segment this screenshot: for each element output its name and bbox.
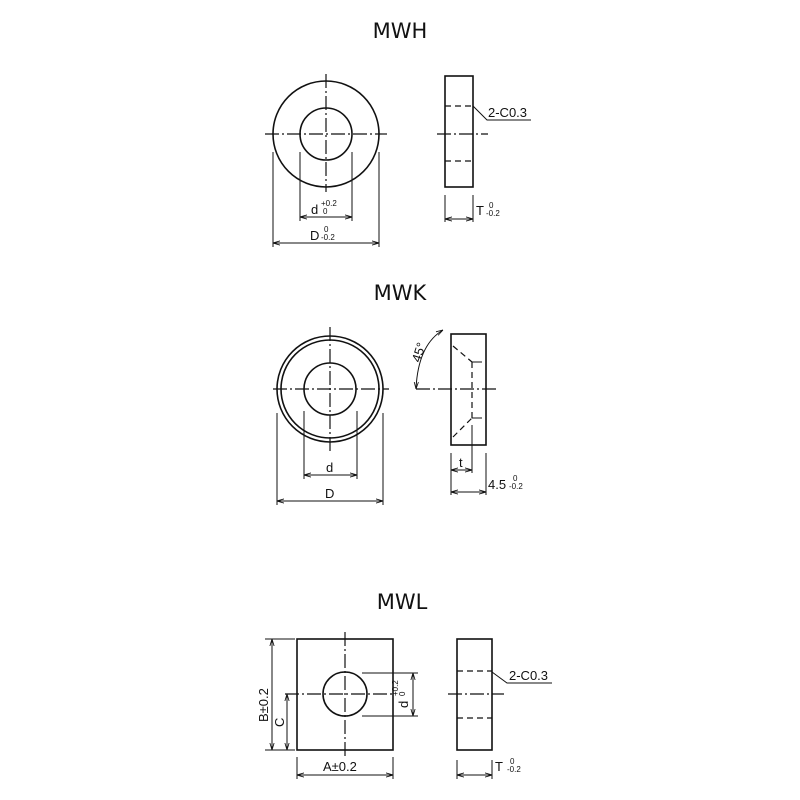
C-label: C [272,718,287,727]
mwk-side-view: 45° t 4.5 0 -0.2 [409,330,523,495]
svg-text:0: 0 [489,201,494,210]
svg-text:+0.2: +0.2 [321,199,337,208]
angle-label: 45° [409,341,429,364]
thickness-label: 4.5 [488,477,506,492]
t-label: t [459,455,463,470]
mwk-title: MWK [374,281,428,305]
T-label: T [495,759,503,774]
side-profile [444,75,474,188]
A-label: A±0.2 [323,759,357,774]
mwl-title: MWL [377,590,428,614]
mwl-front-view: d +0.2 0 B±0.2 C A±0.2 [256,632,418,779]
mwl-section: MWL d +0.2 0 B±0.2 C A±0.2 [256,590,552,779]
mwh-title: MWH [373,19,428,43]
mwk-front-view: d D [273,327,389,505]
chamfer-note: 2-C0.3 [488,105,527,120]
svg-text:+0.2: +0.2 [391,680,400,696]
mwl-side-view: 2-C0.3 T 0 -0.2 [448,638,552,779]
svg-text:0: 0 [510,757,515,766]
svg-text:-0.2: -0.2 [486,209,500,218]
svg-text:0: 0 [513,474,518,483]
D-label: D [310,228,319,243]
d-label: d [396,701,411,708]
svg-text:-0.2: -0.2 [507,765,521,774]
chamfer-note: 2-C0.3 [509,668,548,683]
T-label: T [476,203,484,218]
mwh-side-view: 2-C0.3 T 0 -0.2 [437,75,531,222]
mwh-section: MWH d +0.2 0 D 0 -0.2 2-C0.3 [265,19,531,247]
d-label: d [311,202,318,217]
mwh-front-view: d +0.2 0 D 0 -0.2 [265,74,387,247]
D-label: D [325,486,334,501]
svg-text:0: 0 [398,691,407,696]
chamfer-leader [491,671,552,684]
svg-text:0: 0 [323,207,328,216]
B-label: B±0.2 [256,688,271,722]
angle-arc [416,330,443,389]
svg-text:-0.2: -0.2 [321,233,335,242]
svg-text:0: 0 [324,225,329,234]
mwk-section: MWK d D 45° [273,281,523,505]
d-label: d [326,460,333,475]
svg-text:-0.2: -0.2 [509,482,523,491]
chamfer-leader [472,105,531,121]
